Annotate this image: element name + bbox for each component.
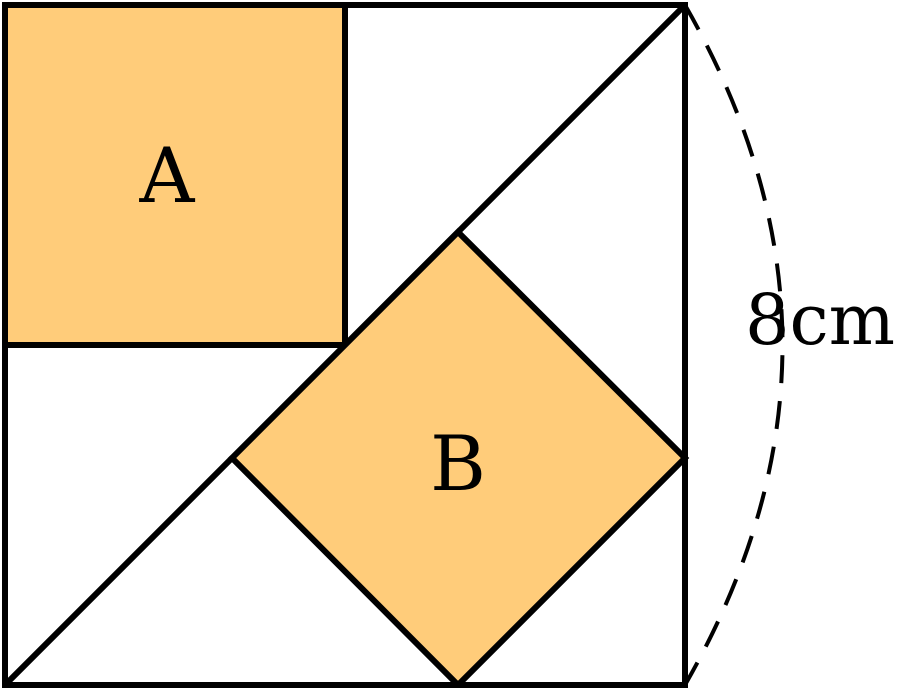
square-a <box>2 2 348 348</box>
dimension-arc <box>683 4 785 686</box>
diagonal-lower <box>2 455 235 688</box>
label-a: A <box>139 131 196 220</box>
label-side-length: 8cm <box>745 279 895 361</box>
label-b: B <box>430 419 486 508</box>
square-b <box>227 227 690 688</box>
